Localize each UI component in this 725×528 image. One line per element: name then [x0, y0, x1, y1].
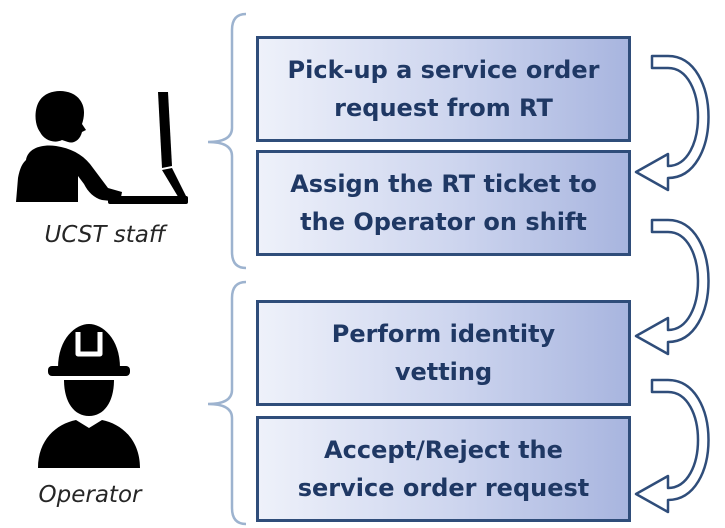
- step-line: request from RT: [334, 94, 553, 122]
- operator-brace: [207, 280, 247, 526]
- step-box-vetting: Perform identity vetting: [256, 300, 631, 406]
- step-box-assign: Assign the RT ticket to the Operator on …: [256, 150, 631, 256]
- step-line: service order request: [297, 474, 590, 502]
- step-text: Perform identity vetting: [332, 315, 555, 391]
- person-at-computer-icon: [16, 91, 188, 204]
- ucst-staff-label: UCST staff: [44, 222, 166, 248]
- step-line: Accept/Reject the: [324, 436, 563, 464]
- step-line: the Operator on shift: [300, 208, 587, 236]
- hard-hat-worker-icon: [38, 324, 140, 468]
- step-box-accept-reject: Accept/Reject the service order request: [256, 416, 631, 522]
- step-line: vetting: [394, 358, 493, 386]
- flow-arrow-1: [634, 54, 710, 192]
- flow-arrow-3: [634, 378, 710, 514]
- operator-label: Operator: [38, 482, 142, 508]
- step-text: Pick-up a service order request from RT: [288, 51, 600, 127]
- step-line: Pick-up a service order: [287, 56, 600, 84]
- step-text: Assign the RT ticket to the Operator on …: [290, 165, 597, 241]
- step-line: Assign the RT ticket to: [290, 170, 597, 198]
- step-line: Perform identity: [331, 320, 556, 348]
- ucst-staff-brace: [207, 12, 247, 270]
- step-box-pickup: Pick-up a service order request from RT: [256, 36, 631, 142]
- step-text: Accept/Reject the service order request: [298, 431, 590, 507]
- flow-arrow-2: [634, 218, 710, 356]
